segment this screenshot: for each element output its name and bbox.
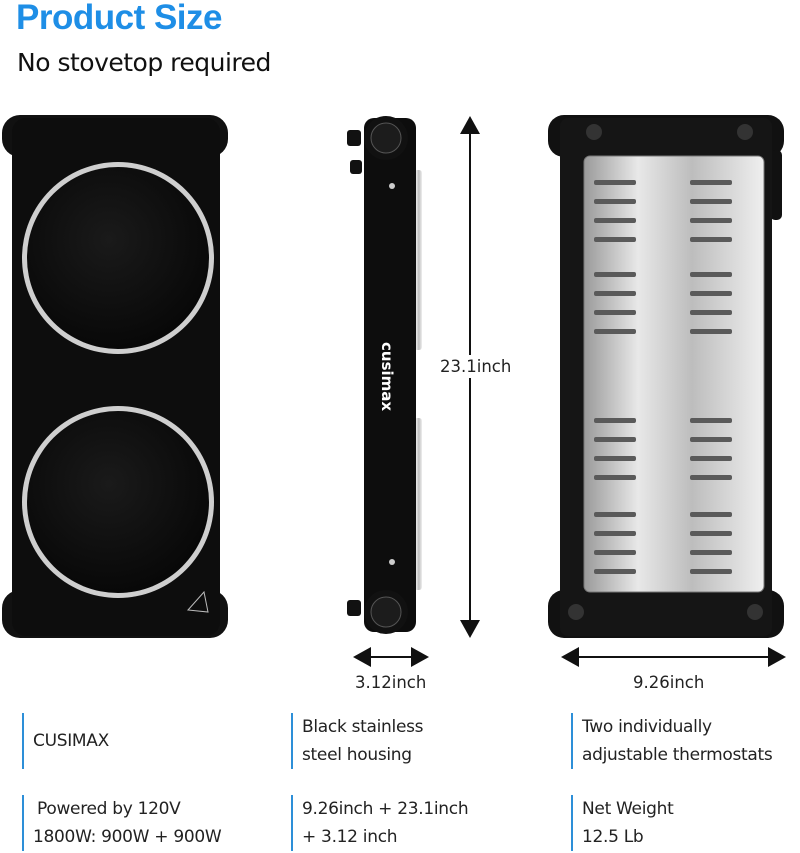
brand-logo: cusimax	[378, 342, 396, 411]
vent-slot	[594, 180, 636, 185]
vent-slot	[690, 199, 732, 204]
burner-bottom	[22, 406, 214, 598]
vent-slot	[594, 475, 636, 480]
vent-slot	[690, 218, 732, 223]
vent-slot	[690, 329, 732, 334]
vent-slot	[690, 437, 732, 442]
vent-slot	[690, 550, 732, 555]
vent-slot	[690, 512, 732, 517]
vent-slot	[594, 569, 636, 574]
vent-slot	[690, 272, 732, 277]
vent-slot	[594, 199, 636, 204]
height-label: 23.1inch	[440, 355, 512, 378]
warning-icon	[186, 590, 209, 613]
vent-slot	[690, 475, 732, 480]
vent-slot	[594, 291, 636, 296]
top-view	[2, 115, 228, 638]
page-title: Product Size	[16, 0, 222, 37]
vent-slot	[594, 418, 636, 423]
vent-slot	[690, 310, 732, 315]
depth-label: 3.12inch	[355, 673, 427, 692]
vent-slot	[690, 531, 732, 536]
vent-slot	[594, 437, 636, 442]
vent-slot	[594, 272, 636, 277]
vent-slot	[690, 237, 732, 242]
vent-slot	[594, 531, 636, 536]
spec-brand: CUSIMAX	[22, 713, 109, 769]
vent-slot	[594, 512, 636, 517]
vent-slot	[690, 418, 732, 423]
bottom-view	[548, 115, 784, 638]
vent-slot	[690, 569, 732, 574]
vent-slot	[594, 310, 636, 315]
burner-top	[22, 162, 214, 354]
vent-slot	[594, 456, 636, 461]
vent-slot	[594, 218, 636, 223]
vent-slot	[690, 291, 732, 296]
product-views: cusimax	[2, 115, 786, 667]
page-subtitle: No stovetop required	[17, 48, 271, 77]
width-label: 9.26inch	[633, 673, 705, 692]
vent-slots	[594, 180, 732, 574]
vent-slot	[690, 456, 732, 461]
side-view: cusimax	[347, 116, 422, 634]
vent-slot	[594, 237, 636, 242]
vent-slot	[594, 329, 636, 334]
vent-slot	[594, 550, 636, 555]
vent-slot	[690, 180, 732, 185]
spec-dimensions: 9.26inch + 23.1inch+ 3.12 inch	[291, 795, 469, 851]
